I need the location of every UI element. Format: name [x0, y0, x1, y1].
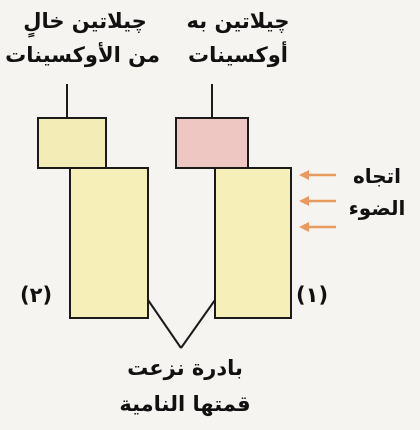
label-decapitated-seedling-line1: بادرة نزعت: [127, 356, 243, 380]
label-decapitated-seedling: بادرة نزعت قمتها النامية: [105, 350, 265, 422]
label-decapitated-seedling-line2: قمتها النامية: [119, 392, 251, 416]
light-arrow-3: [299, 222, 336, 232]
light-arrow-1: [299, 170, 336, 180]
light-arrow-2: [299, 196, 336, 206]
seedling-left: [69, 167, 149, 319]
label-gelatin-without-auxins: چيلاتين خالٍ من الأوكسينات: [5, 4, 160, 72]
label-gelatin-without-auxins-line1: چيلاتين خالٍ: [23, 9, 147, 33]
label-gelatin-with-auxins-line1: چيلاتين به: [186, 9, 290, 33]
light-arrows: [299, 170, 336, 232]
label-gelatin-with-auxins-line2: أوكسينات: [188, 43, 288, 67]
label-gelatin-with-auxins: چيلاتين به أوكسينات: [168, 4, 308, 72]
label-light-direction: اتجاه الضوء: [336, 160, 418, 224]
label-gelatin-without-auxins-line2: من الأوكسينات: [5, 43, 160, 67]
bottom-pointer-lines: [147, 299, 216, 349]
gelatin-block-plain: [37, 117, 107, 169]
setup-number-1: (١): [296, 283, 329, 307]
setup-number-2: (٢): [20, 283, 53, 307]
label-light-direction-line1: اتجاه: [352, 164, 402, 188]
label-light-direction-line2: الضوء: [348, 196, 406, 220]
gelatin-block-auxin: [175, 117, 249, 169]
seedling-right: [214, 167, 292, 319]
